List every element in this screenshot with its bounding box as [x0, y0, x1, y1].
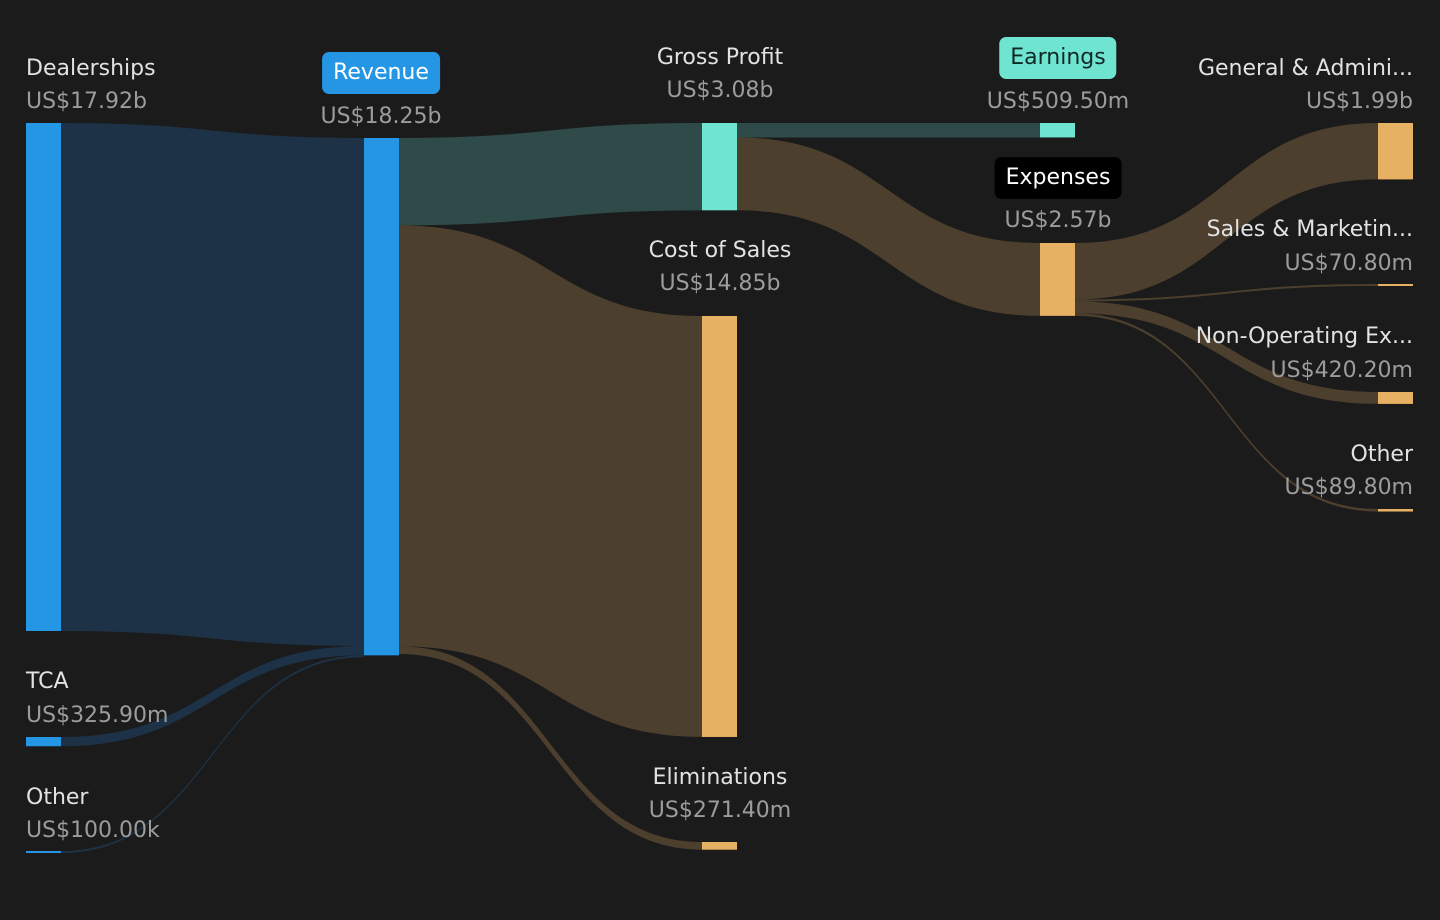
node-value-dealerships: US$17.92b: [26, 89, 148, 114]
node-bar-cost_of_sales: [702, 316, 737, 737]
node-bar-nonop: [1378, 392, 1413, 404]
node-label-revenue: Revenue: [322, 52, 440, 94]
node-value-tca: US$325.90m: [26, 703, 169, 728]
node-label-general-admin: General & Admini...: [1197, 56, 1413, 81]
node-value-general-admin: US$1.99b: [1305, 89, 1413, 114]
node-value-other-out: US$89.80m: [1284, 475, 1413, 500]
node-value-earnings: US$509.50m: [986, 89, 1130, 114]
node-bar-other_in: [26, 851, 61, 853]
link-revenue-to-gross_profit: [399, 123, 702, 226]
node-label-non-operating: Non-Operating Ex...: [1195, 324, 1413, 349]
node-value-non-operating: US$420.20m: [1270, 358, 1413, 383]
link-expenses-to-other_out: [1075, 313, 1378, 512]
link-revenue-to-cost_of_sales: [399, 225, 702, 737]
node-bar-gross_profit: [702, 123, 737, 211]
node-label-cost-of-sales: Cost of Sales: [648, 238, 792, 263]
link-expenses-to-nonop: [1075, 301, 1378, 404]
node-label-other-out: Other: [1350, 442, 1413, 467]
node-bar-dealerships: [26, 123, 61, 631]
node-label-gross-profit: Gross Profit: [656, 45, 784, 70]
link-expenses-to-ga: [1075, 123, 1378, 300]
node-bar-revenue: [364, 138, 399, 656]
link-revenue-to-eliminations: [399, 646, 702, 850]
node-bar-expenses: [1040, 243, 1075, 316]
node-bar-sm: [1378, 284, 1413, 287]
link-tca-to-revenue: [61, 646, 364, 747]
link-other_in-to-revenue: [61, 655, 364, 853]
node-bar-earnings: [1040, 123, 1075, 138]
node-value-other-in: US$100.00k: [26, 818, 160, 843]
node-label-expenses: Expenses: [994, 157, 1122, 199]
links-layer: [61, 123, 1378, 853]
node-value-expenses: US$2.57b: [1004, 208, 1112, 233]
nodes-layer: [26, 123, 1413, 853]
node-value-gross-profit: US$3.08b: [666, 78, 774, 103]
node-bar-other_out: [1378, 509, 1413, 512]
node-bar-ga: [1378, 123, 1413, 180]
node-value-eliminations: US$271.40m: [648, 798, 792, 823]
node-value-sales-marketing: US$70.80m: [1284, 251, 1413, 276]
link-gross_profit-to-expenses: [737, 137, 1040, 316]
node-label-other-in: Other: [26, 785, 89, 810]
node-bar-tca: [26, 737, 61, 747]
link-expenses-to-sm: [1075, 284, 1378, 302]
node-label-tca: TCA: [26, 669, 69, 694]
link-gross_profit-to-earnings: [737, 123, 1040, 138]
node-label-sales-marketing: Sales & Marketin...: [1206, 217, 1413, 242]
node-label-eliminations: Eliminations: [652, 765, 788, 790]
node-value-revenue: US$18.25b: [320, 104, 442, 129]
link-dealerships-to-revenue: [61, 123, 364, 646]
node-bar-eliminations: [702, 842, 737, 850]
node-label-dealerships: Dealerships: [26, 56, 156, 81]
node-label-earnings: Earnings: [999, 37, 1117, 79]
node-value-cost-of-sales: US$14.85b: [659, 271, 781, 296]
